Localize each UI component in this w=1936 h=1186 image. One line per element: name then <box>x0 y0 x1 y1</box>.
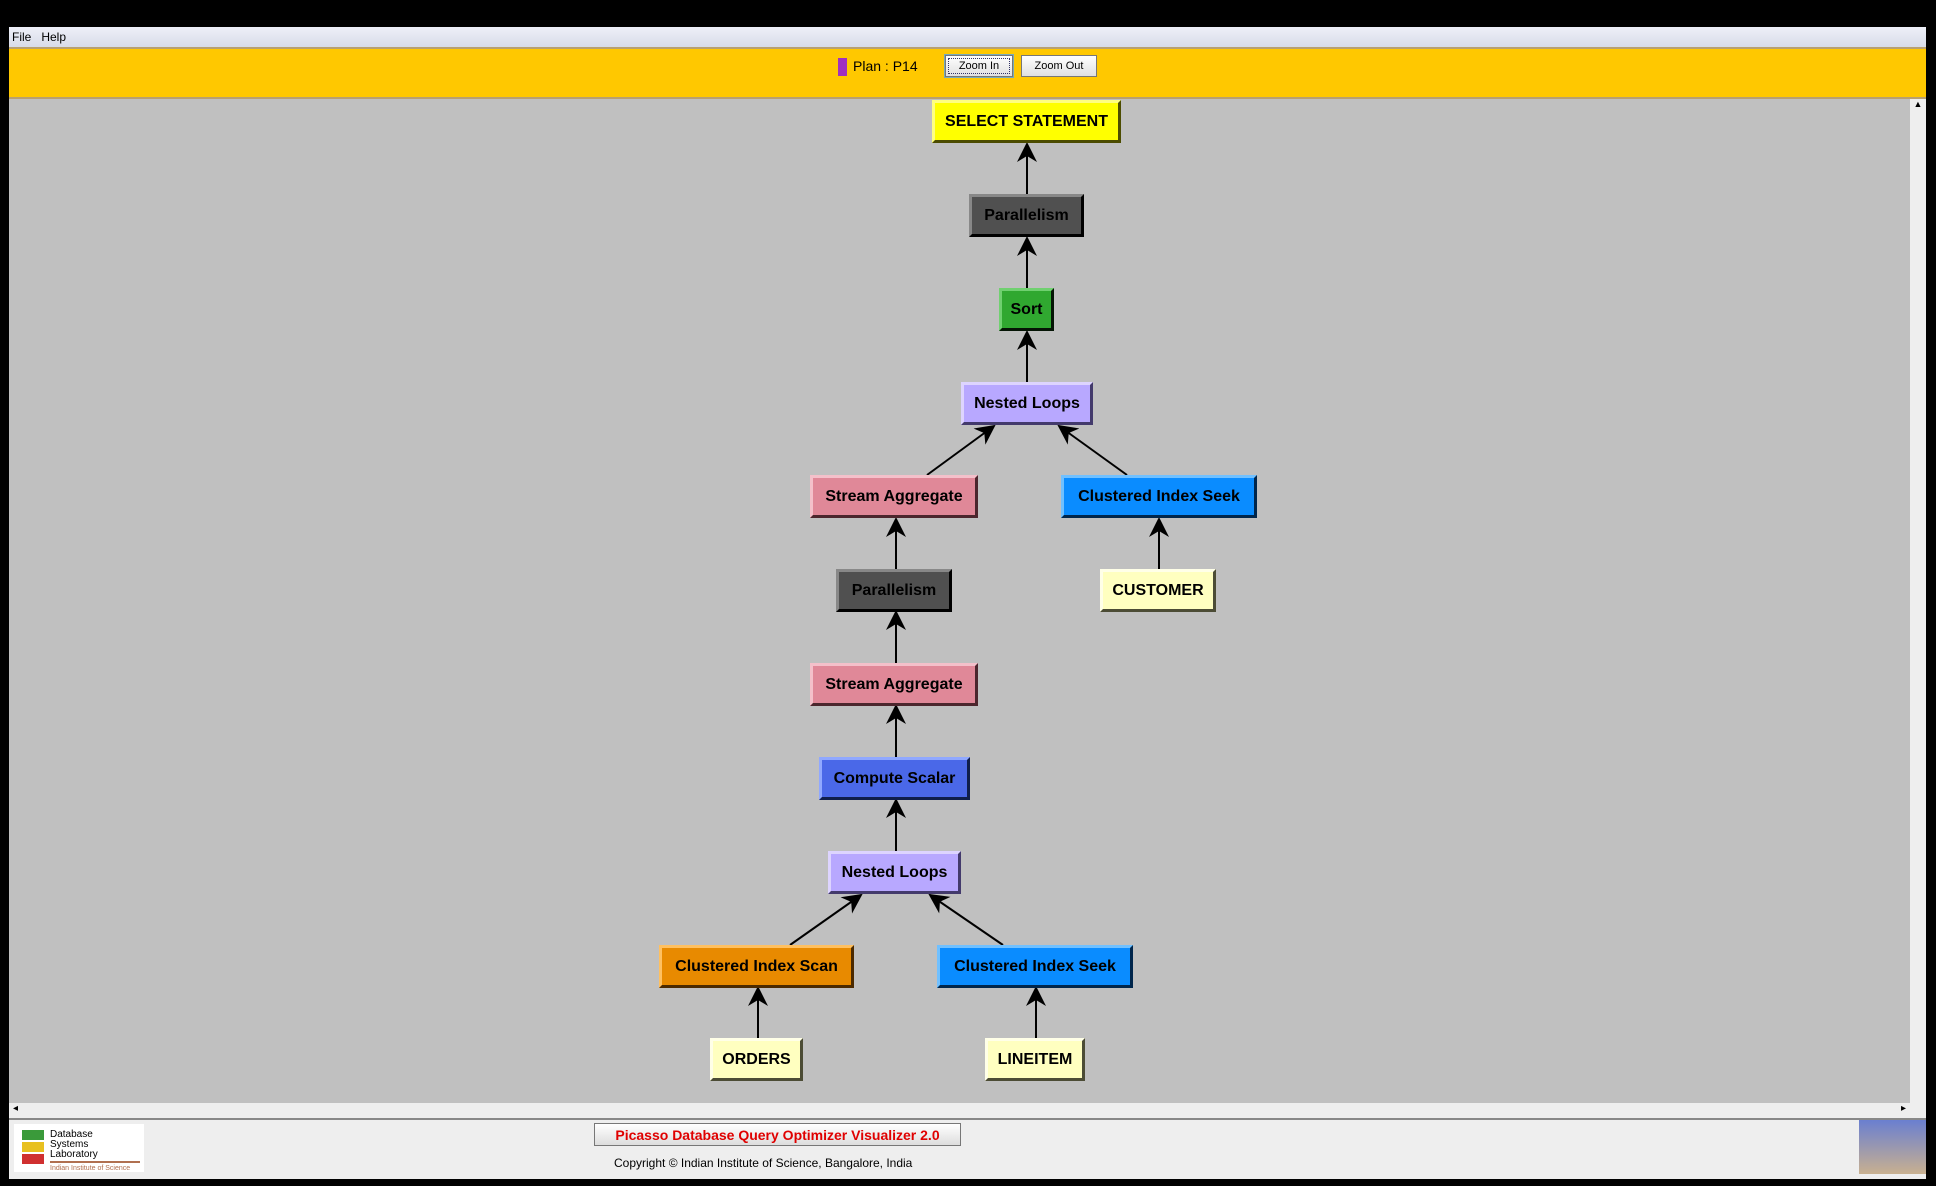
node-parallelism[interactable]: Parallelism <box>969 194 1084 237</box>
dsl-logo: Database Systems Laboratory Indian Insti… <box>14 1124 144 1172</box>
menu-bar: File Help <box>9 27 1926 47</box>
node-sort[interactable]: Sort <box>999 288 1054 331</box>
edge <box>926 424 996 476</box>
node-compute-scalar[interactable]: Compute Scalar <box>819 757 970 800</box>
node-customer-table[interactable]: CUSTOMER <box>1100 569 1216 612</box>
plan-edges <box>748 142 1169 1038</box>
node-nested-loops[interactable]: Nested Loops <box>828 851 961 894</box>
node-clustered-index-seek[interactable]: Clustered Index Seek <box>1061 475 1257 518</box>
vertical-scrollbar[interactable]: ▲ <box>1910 99 1926 1103</box>
node-stream-aggregate[interactable]: Stream Aggregate <box>810 663 978 706</box>
svg-text:Systems: Systems <box>50 1139 88 1150</box>
iisc-emblem-icon <box>1859 1120 1926 1174</box>
toolbar: Plan : P14 Zoom In Zoom Out <box>9 47 1926 99</box>
scroll-up-icon[interactable]: ▲ <box>1913 99 1923 109</box>
scroll-right-icon[interactable]: ▸ <box>1900 1103 1906 1114</box>
node-nested-loops[interactable]: Nested Loops <box>961 382 1093 425</box>
copyright-text: Copyright © Indian Institute of Science,… <box>614 1156 913 1170</box>
dsl-blocks-icon: Database Systems Laboratory Indian Insti… <box>22 1129 140 1172</box>
plan-tree-canvas: SELECT STATEMENT Parallelism Sort Nested… <box>9 99 1910 1103</box>
footer: Database Systems Laboratory Indian Insti… <box>9 1120 1926 1179</box>
svg-text:Indian Institute of Science: Indian Institute of Science <box>50 1165 130 1172</box>
edge <box>928 893 1004 946</box>
app-title-button[interactable]: Picasso Database Query Optimizer Visuali… <box>594 1123 961 1146</box>
edge <box>1057 424 1128 476</box>
node-lineitem-table[interactable]: LINEITEM <box>985 1038 1085 1081</box>
plan-label: Plan : P14 <box>853 58 918 74</box>
plan-color-swatch <box>838 58 847 76</box>
svg-text:Database: Database <box>50 1129 93 1140</box>
node-parallelism[interactable]: Parallelism <box>836 569 952 612</box>
menu-file[interactable]: File <box>12 30 32 44</box>
svg-text:Laboratory: Laboratory <box>50 1149 98 1160</box>
zoom-in-button[interactable]: Zoom In <box>945 55 1013 77</box>
edge <box>789 893 863 946</box>
node-clustered-index-scan[interactable]: Clustered Index Scan <box>659 945 854 988</box>
zoom-out-button[interactable]: Zoom Out <box>1021 55 1097 77</box>
menu-help[interactable]: Help <box>41 30 67 44</box>
node-stream-aggregate[interactable]: Stream Aggregate <box>810 475 978 518</box>
horizontal-scrollbar[interactable]: ◂ ▸ <box>9 1103 1926 1120</box>
node-clustered-index-seek[interactable]: Clustered Index Seek <box>937 945 1133 988</box>
node-select-statement[interactable]: SELECT STATEMENT <box>932 100 1121 143</box>
scroll-left-icon[interactable]: ◂ <box>13 1103 19 1114</box>
node-orders-table[interactable]: ORDERS <box>710 1038 803 1081</box>
